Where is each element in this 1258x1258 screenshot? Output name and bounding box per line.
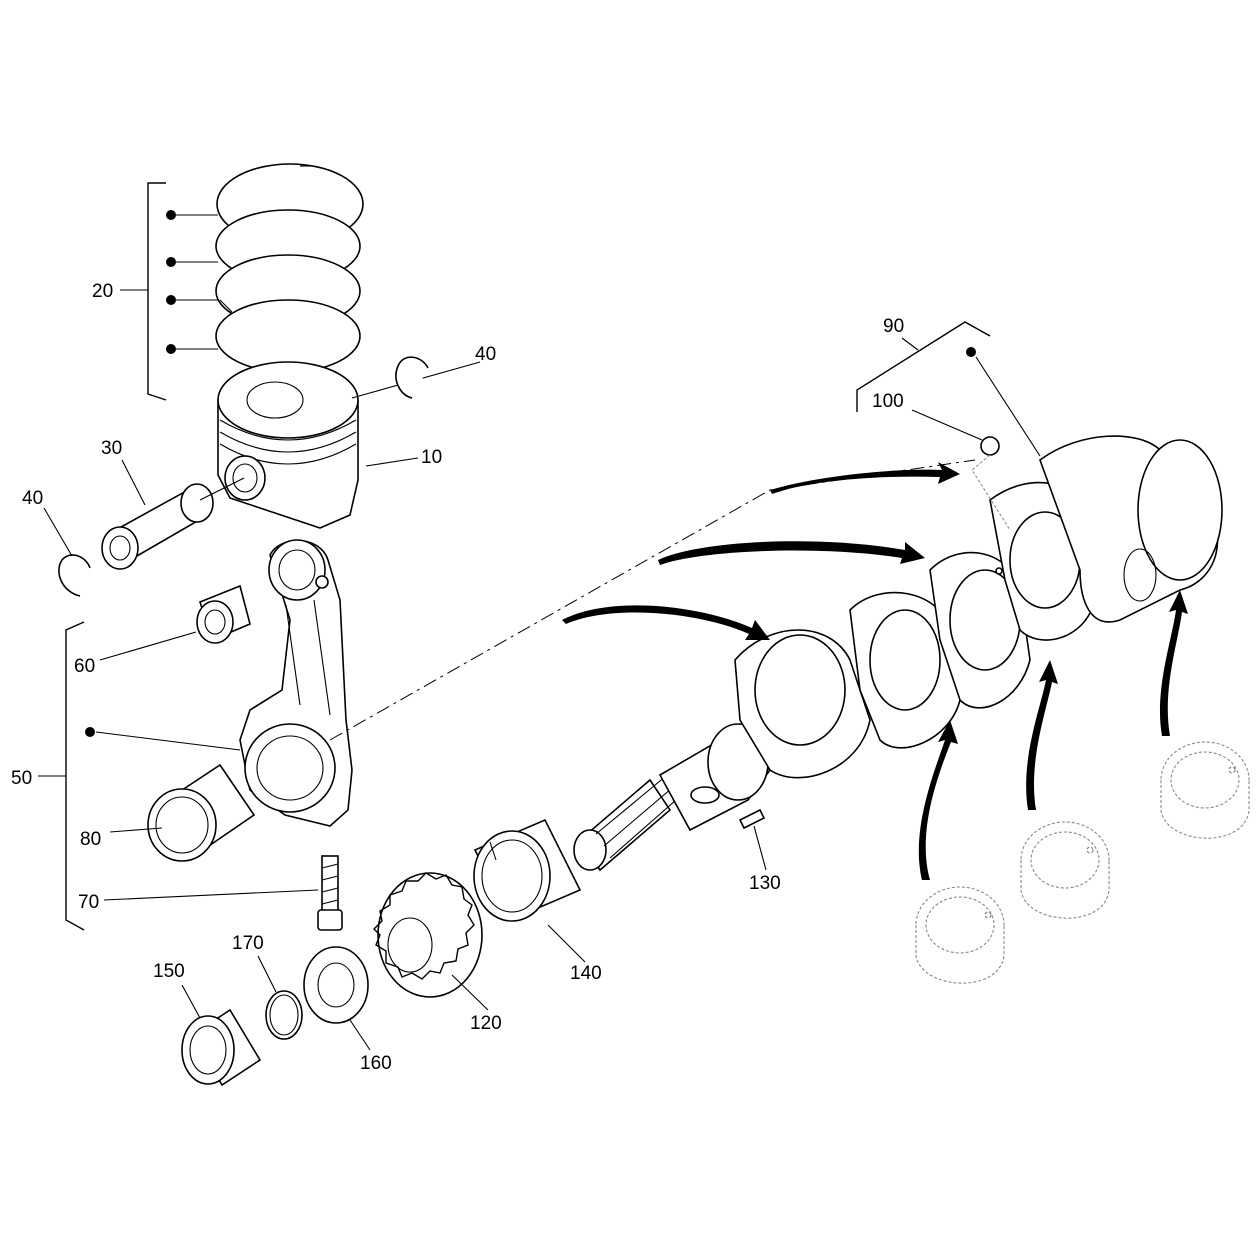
piston-pin — [101, 483, 214, 570]
piston — [217, 361, 359, 529]
callout-120: 120 — [470, 1013, 502, 1034]
arrow-6 — [1159, 590, 1188, 736]
bracket-90 — [856, 321, 991, 412]
plug — [980, 436, 1000, 456]
piston-ring-set — [215, 163, 364, 373]
arrow-1 — [770, 462, 960, 494]
ring-marker-dot-2 — [166, 257, 176, 267]
bracket-50 — [65, 621, 85, 931]
arrow-5 — [1026, 660, 1058, 810]
o-ring — [265, 990, 303, 1040]
callout-140: 140 — [570, 963, 602, 984]
callout-170: 170 — [232, 933, 264, 954]
gear-bushing — [473, 818, 582, 922]
callout-40-lower: 40 — [22, 488, 43, 509]
snap-ring-upper — [395, 356, 429, 399]
big-end-bearing — [147, 763, 256, 862]
callout-40-upper: 40 — [475, 344, 496, 365]
callout-100: 100 — [872, 391, 904, 412]
rod-marker-dot — [85, 727, 95, 737]
ring-marker-dot-1 — [166, 210, 176, 220]
crankshaft-gear — [373, 872, 483, 998]
small-end-bushing — [196, 584, 251, 644]
callout-160: 160 — [360, 1053, 392, 1074]
arrow-3 — [562, 605, 770, 640]
arrow-2 — [658, 541, 925, 565]
callout-10: 10 — [421, 447, 442, 468]
callout-150: 150 — [153, 961, 185, 982]
callout-20: 20 — [92, 281, 113, 302]
callout-60: 60 — [74, 656, 95, 677]
woodruff-key — [738, 808, 766, 830]
thrust-washer — [303, 946, 369, 1024]
arrow-4 — [918, 720, 958, 880]
callout-50: 50 — [11, 768, 32, 789]
callout-90: 90 — [883, 316, 904, 337]
ring-marker-dot-4 — [166, 344, 176, 354]
bracket-20 — [147, 182, 167, 401]
snap-ring-lower — [58, 554, 91, 597]
crankshaft — [573, 435, 1223, 872]
connecting-rod-bolt — [317, 855, 343, 931]
callout-70: 70 — [78, 892, 99, 913]
callout-30: 30 — [101, 438, 122, 459]
crankshaft-marker-dot — [966, 347, 976, 357]
callout-80: 80 — [80, 829, 101, 850]
connecting-rod — [239, 539, 353, 827]
main-bearing-shells — [915, 741, 1250, 984]
callout-130: 130 — [749, 873, 781, 894]
ring-marker-dot-3 — [166, 295, 176, 305]
spacer-ring — [181, 1008, 262, 1087]
